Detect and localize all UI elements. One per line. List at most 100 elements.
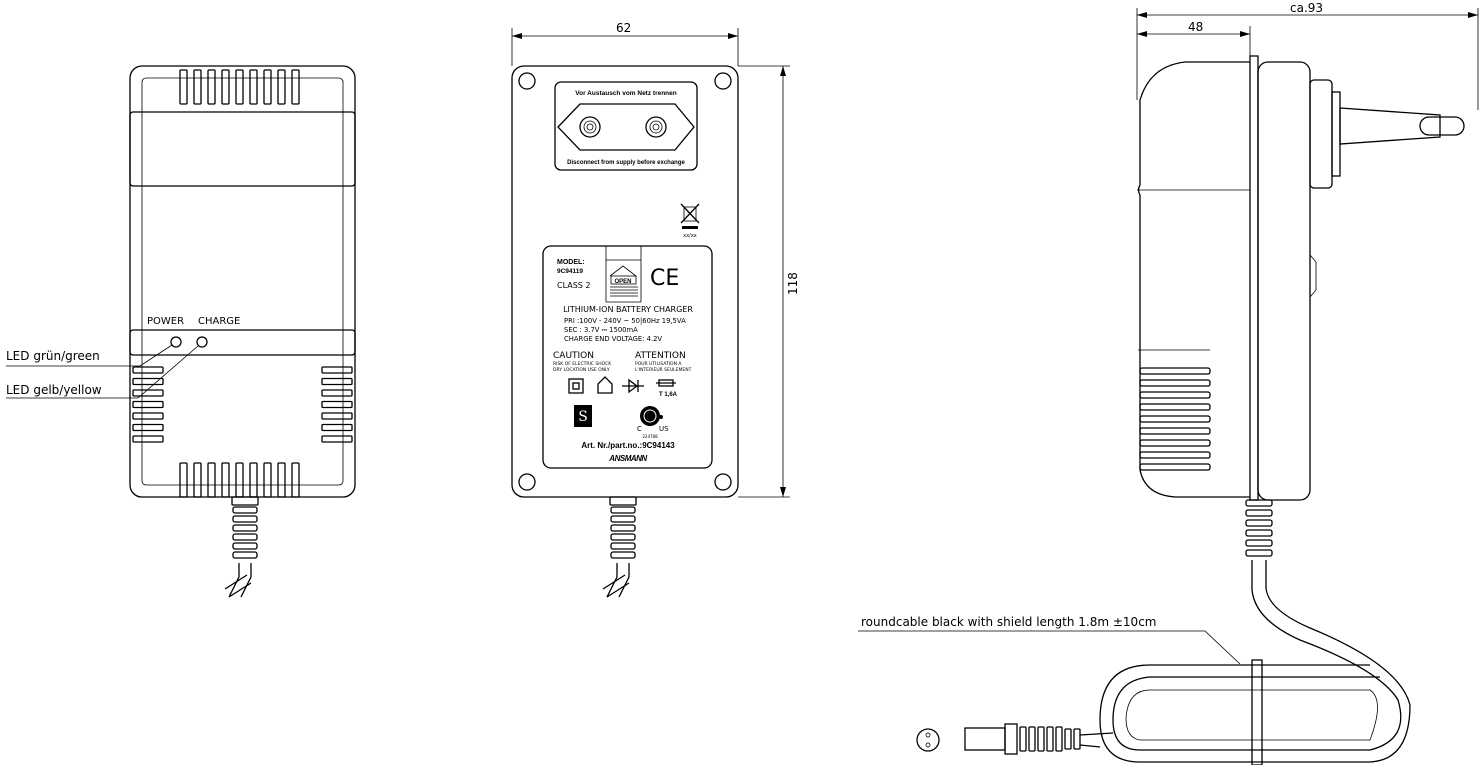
dimension-width: 62 [616, 21, 631, 35]
svg-text:Vor Austausch vom Netz trennen: Vor Austausch vom Netz trennen [575, 90, 677, 97]
svg-text:CHARGE END VOLTAGE: 4.2V: CHARGE END VOLTAGE: 4.2V [564, 335, 662, 343]
svg-text:SEC : 3.7V ⎓ 1500mA: SEC : 3.7V ⎓ 1500mA [564, 326, 638, 334]
svg-text:DRY LOCATION USE ONLY: DRY LOCATION USE ONLY [553, 367, 610, 373]
ce-mark: CE [650, 266, 679, 291]
svg-text:PRI :100V - 240V ~ 50|60Hz 19: PRI :100V - 240V ~ 50|60Hz 19,5VA [564, 317, 686, 325]
vent-slot [1046, 726, 1054, 752]
rating-label [542, 245, 713, 469]
vent-slot [610, 542, 636, 550]
vent-slot [277, 69, 286, 105]
vent-slot [609, 496, 637, 506]
bottom-vents [179, 462, 300, 498]
led-band [129, 329, 356, 356]
vent-slot [1139, 439, 1211, 447]
cable-strain-relief [1245, 499, 1273, 557]
dimension-depth: 48 [1188, 20, 1203, 34]
svg-text:S: S [578, 409, 588, 425]
vent-slot [231, 496, 259, 506]
vent-slot [321, 423, 353, 432]
vent-slot [1028, 726, 1036, 752]
vent-slot [132, 435, 164, 443]
csa-mark-icon [640, 406, 663, 426]
svg-text:xx/xx: xx/xx [683, 233, 697, 239]
vent-slot [263, 462, 272, 498]
vent-slot [321, 377, 353, 386]
dimension-total-depth: ca.93 [1290, 1, 1323, 15]
vent-slot [232, 524, 258, 532]
cable-strain-relief [224, 496, 259, 598]
vent-slot [263, 69, 272, 105]
svg-text:RISK OF ELECTRIC SHOCK: RISK OF ELECTRIC SHOCK [553, 361, 612, 367]
vent-slot [277, 462, 286, 498]
vent-slot [235, 69, 244, 105]
svg-text:US: US [659, 425, 669, 433]
weee-icon: xx/xx [680, 203, 700, 239]
vent-slot [1245, 519, 1273, 527]
vent-slot [1139, 451, 1211, 459]
side-vents [1139, 367, 1211, 471]
vent-slot [232, 551, 258, 559]
vent-slot [321, 366, 353, 374]
vent-slot [1245, 539, 1273, 547]
vent-slot [232, 506, 258, 514]
svg-text:CAUTION: CAUTION [553, 351, 594, 361]
svg-text:9C94119: 9C94119 [557, 268, 583, 275]
led-yellow [196, 336, 208, 348]
svg-text:224788: 224788 [642, 434, 658, 439]
vent-slot [132, 377, 164, 386]
svg-text:LITHIUM-ION BATTERY CHARGER: LITHIUM-ION BATTERY CHARGER [563, 305, 693, 314]
vent-slot [179, 462, 188, 498]
vent-slot [232, 515, 258, 523]
svg-text:CLASS 2: CLASS 2 [557, 281, 591, 290]
vent-slot [1055, 726, 1063, 752]
cable-strain-relief [602, 496, 637, 598]
vent-slot [132, 400, 164, 409]
top-band [129, 111, 356, 187]
vent-slot [249, 462, 258, 498]
vent-slot [207, 462, 216, 498]
vent-slot [291, 462, 300, 498]
vent-slot [249, 69, 258, 105]
vent-slot [1245, 499, 1273, 507]
fuse-icon [656, 379, 676, 387]
vent-slot [232, 542, 258, 550]
back-view: 62 118 Vor Austausch vom Netz trennen Di… [511, 21, 800, 598]
top-vents [179, 69, 300, 105]
vent-slot [1245, 509, 1273, 517]
vent-slot [1073, 728, 1081, 750]
vent-slot [132, 412, 164, 420]
cable-label: roundcable black with shield length 1.8m… [861, 615, 1156, 629]
svg-text:Disconnect from supply before: Disconnect from supply before exchange [567, 160, 685, 166]
vent-slot [610, 533, 636, 541]
side-view: ca.93 48 roundcable [858, 1, 1479, 765]
dimension-height: 118 [786, 272, 800, 295]
vent-slot [193, 462, 202, 498]
svg-text:ATTENTION: ATTENTION [635, 351, 686, 361]
vent-slot [610, 515, 636, 523]
vent-slot [321, 412, 353, 420]
svg-text:POUR UTILISATION A: POUR UTILISATION A [635, 361, 682, 367]
vent-slot [1139, 463, 1211, 471]
vent-slot [1019, 726, 1027, 752]
vent-slot [610, 551, 636, 559]
vent-slot [321, 400, 353, 409]
svg-text:Art. Nr./part.no.:9C94143: Art. Nr./part.no.:9C94143 [581, 441, 675, 450]
dc-connector [916, 723, 1114, 755]
svg-text:MODEL:: MODEL: [557, 259, 585, 266]
vent-slot [1139, 391, 1211, 399]
vent-slot [1037, 726, 1045, 752]
vent-slot [179, 69, 188, 105]
led-yellow-label: LED gelb/yellow [6, 383, 102, 397]
vent-slot [132, 366, 164, 374]
double-insulation-icon [568, 378, 584, 394]
power-label: POWER [147, 316, 184, 327]
vent-slot [1245, 549, 1273, 557]
vent-slot [235, 462, 244, 498]
svg-text:T 1,6A: T 1,6A [659, 392, 678, 398]
brand-logo: ANSMANN [608, 454, 647, 463]
diode-icon [622, 378, 644, 394]
led-green [170, 336, 182, 348]
vent-slot [321, 389, 353, 397]
front-view: POWER CHARGE LED grün/green LED gelb/yel… [6, 65, 356, 598]
